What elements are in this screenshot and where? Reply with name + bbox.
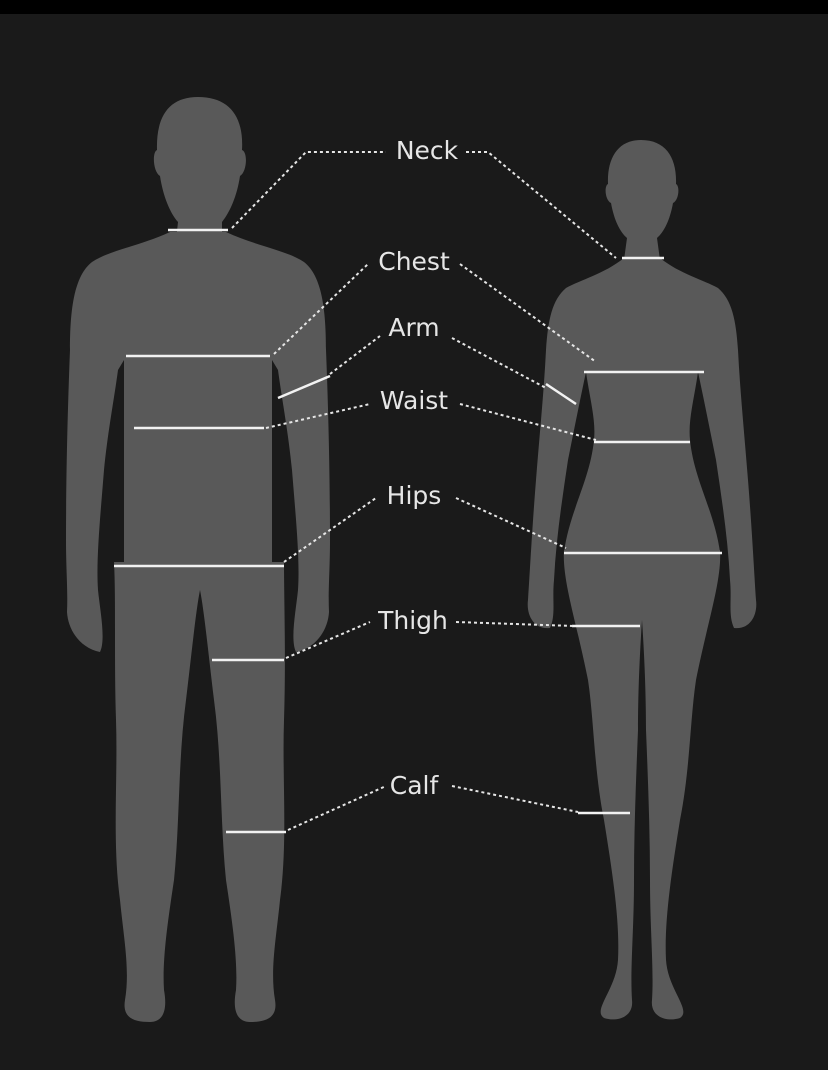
hips-leader-right: [455, 497, 567, 549]
male-head: [153, 97, 246, 240]
arm-leader-left: [329, 335, 381, 375]
male-torso: [66, 232, 330, 652]
female-arm-line: [545, 382, 577, 406]
calf-leader-left: [287, 785, 387, 831]
female-figure: [527, 140, 757, 1020]
label-hips: Hips: [386, 481, 442, 510]
neck-leader-right: [466, 151, 617, 259]
label-neck: Neck: [395, 136, 459, 165]
neck-leader-left: [231, 151, 386, 229]
label-waist: Waist: [379, 386, 449, 415]
female-head: [605, 140, 679, 260]
female-legs: [563, 550, 721, 1020]
thigh-leader-right: [455, 621, 575, 627]
hips-leader-left: [283, 497, 377, 563]
male-figure: [66, 97, 330, 1022]
label-arm: Arm: [388, 313, 440, 342]
chest-leader-right: [459, 263, 597, 363]
calf-leader-right: [451, 785, 579, 813]
male-arm-line: [277, 374, 331, 400]
measurement-lines: [114, 228, 722, 834]
leader-lines: [231, 151, 617, 831]
male-legs: [114, 562, 285, 1022]
arm-leader-right: [451, 337, 547, 389]
label-thigh: Thigh: [378, 606, 448, 635]
chest-leader-left: [273, 263, 369, 355]
top-bar: [0, 0, 828, 14]
label-chest: Chest: [378, 247, 450, 276]
label-calf: Calf: [389, 771, 439, 800]
